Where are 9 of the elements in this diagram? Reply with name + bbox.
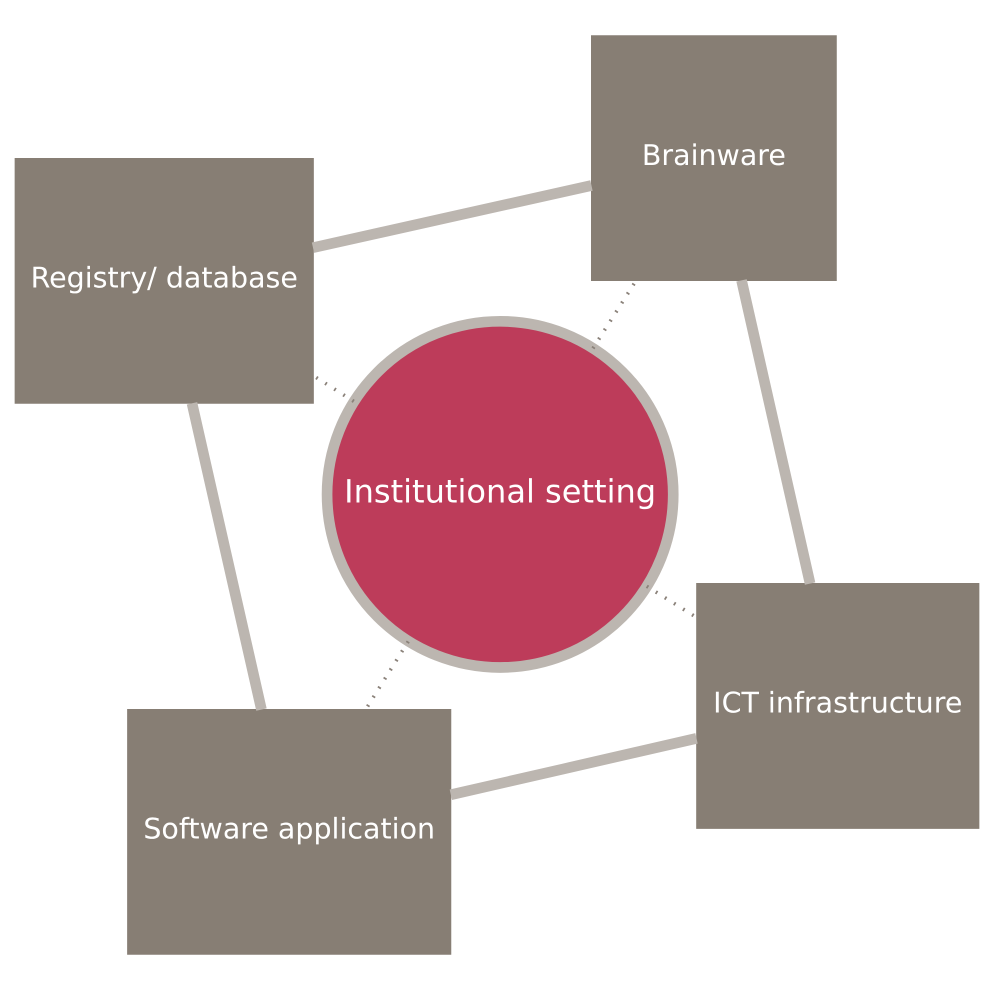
connector bbox=[450, 733, 698, 800]
node-circle: Institutional setting bbox=[322, 316, 679, 673]
node-box: ICT infrastructure bbox=[696, 583, 980, 829]
connector bbox=[736, 279, 816, 585]
node-box: Software application bbox=[127, 709, 452, 955]
connector bbox=[312, 180, 593, 253]
connector bbox=[186, 402, 267, 711]
node-box: Brainware bbox=[591, 35, 837, 281]
node-box: Registry/ database bbox=[14, 158, 314, 404]
